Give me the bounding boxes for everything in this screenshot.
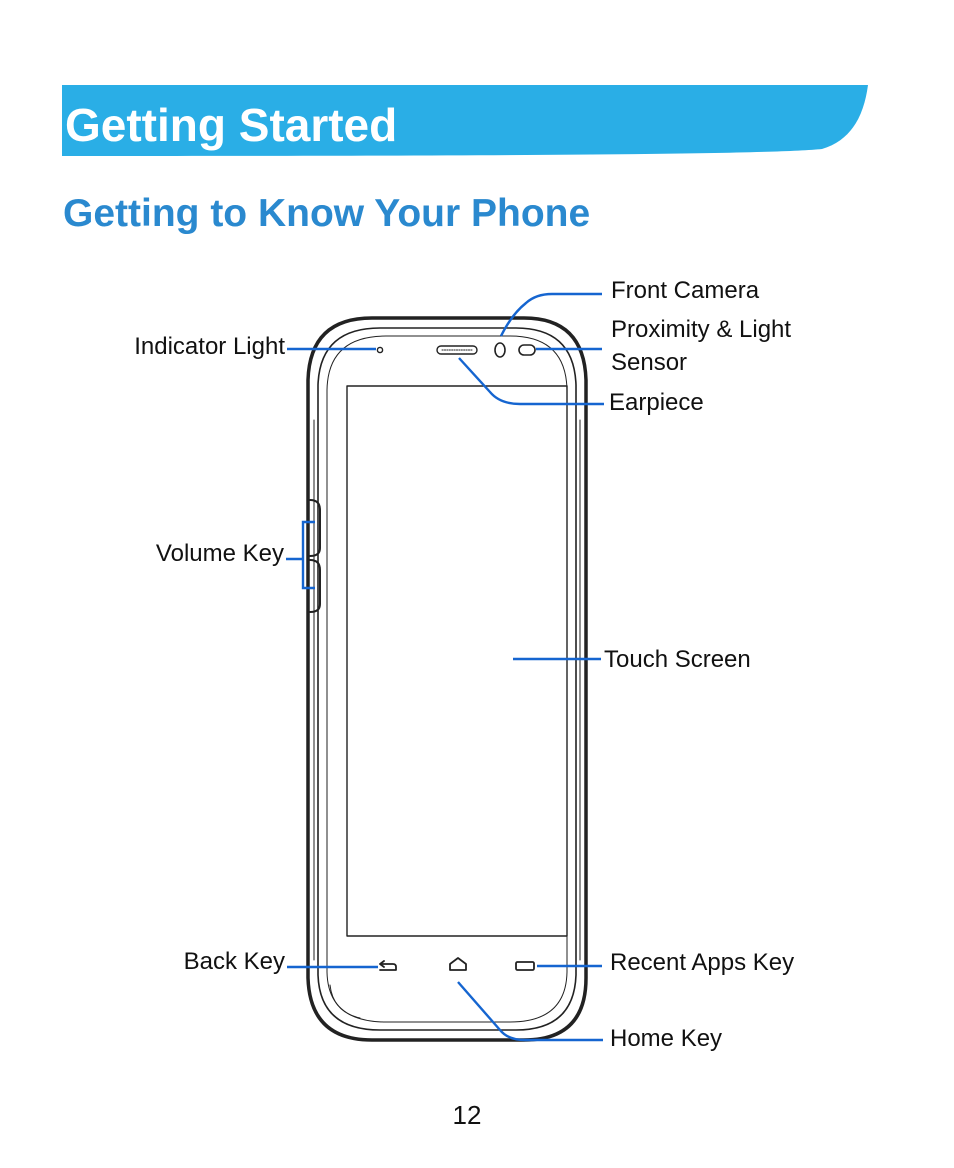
proximity-sensor — [518, 344, 536, 356]
recent-apps-key-icon — [515, 961, 535, 971]
recent-apps-key-label: Recent Apps Key — [610, 949, 795, 976]
volume-key-bracket — [301, 520, 315, 590]
front-camera-label: Front Camera — [611, 277, 760, 304]
home-key-label: Home Key — [610, 1025, 723, 1052]
earpiece-callout — [458, 357, 604, 406]
home-key-icon — [449, 957, 467, 971]
front-camera-callout — [499, 292, 602, 337]
touch-screen-label: Touch Screen — [604, 646, 751, 673]
chapter-banner-background — [62, 85, 868, 156]
proximity-label-line1: Proximity & Light — [611, 316, 792, 343]
home-key-callout — [457, 981, 603, 1042]
touch-screen-area — [346, 385, 568, 937]
proximity-label-line2: Sensor — [611, 349, 688, 376]
back-key-icon — [379, 963, 397, 971]
callout-lines — [286, 292, 604, 1042]
section-title: Getting to Know Your Phone — [63, 192, 591, 235]
front-camera-lens — [494, 342, 506, 358]
volume-key-label: Volume Key — [155, 540, 284, 567]
chapter-banner: Getting Started — [62, 85, 868, 157]
page-number: 12 — [452, 1100, 482, 1130]
earpiece-grille — [436, 345, 478, 355]
indicator-light-label: Indicator Light — [134, 333, 285, 360]
phone-illustration — [306, 316, 588, 1042]
back-key-label: Back Key — [183, 948, 285, 975]
indicator-light-dot — [376, 346, 384, 354]
earpiece-label: Earpiece — [609, 389, 704, 416]
chapter-title: Getting Started — [65, 99, 398, 151]
